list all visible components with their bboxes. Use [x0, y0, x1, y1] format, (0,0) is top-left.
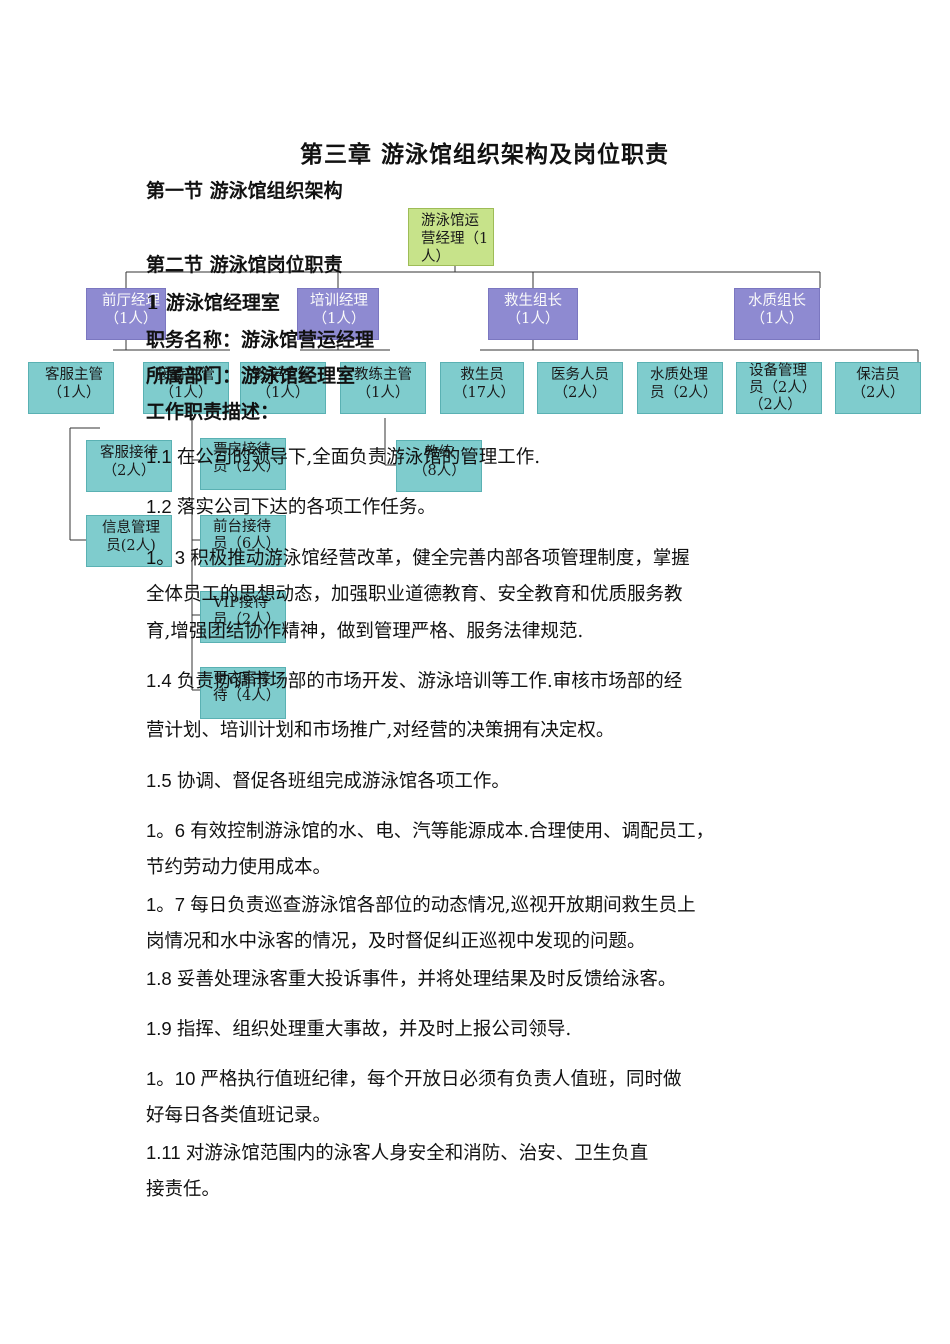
- duty-line: 1.2 落实公司下达的各项工作任务。: [146, 494, 436, 521]
- org-node-label: 医务人员（2人）: [551, 367, 609, 401]
- org-node-lifeguards: 救生员（17人）: [440, 362, 524, 414]
- duty-number: 1。10: [146, 1068, 201, 1089]
- duty-number: 1.11: [146, 1142, 186, 1163]
- duty-line: 好每日各类值班记录。: [146, 1103, 331, 1129]
- duty-number: 1.5: [146, 770, 177, 791]
- duty-text: 全体员工的思想动态，加强职业道德教育、安全教育和优质服务教: [146, 584, 683, 605]
- department: 所属部门：游泳馆经理室: [146, 365, 356, 387]
- duty-text: 有效控制游泳馆的水、电、汽等能源成本.合理使用、调配员工，: [190, 821, 715, 842]
- duty-line: 1.4 负责协调市场部的市场开发、游泳培训等工作.审核市场部的经: [146, 668, 682, 695]
- duty-text: 落实公司下达的各项工作任务。: [176, 497, 436, 518]
- duty-text: 每日负责巡查游泳馆各部位的动态情况,巡视开放期间救生员上: [190, 895, 696, 916]
- org-node-label: 客服接待（2人）: [100, 445, 158, 479]
- duties-title: 工作职责描述：: [146, 401, 280, 423]
- org-node-label: 救生员（17人）: [453, 367, 515, 401]
- org-node-label: 教练（8人）: [413, 445, 466, 479]
- org-node-training-manager: 培训经理（1人）: [297, 288, 379, 340]
- duty-text: 对游泳馆范围内的泳客人身安全和消防、治安、卫生负直: [185, 1143, 649, 1164]
- duty-line: 1.1 在公司的领导下,全面负责游泳馆的管理工作.: [146, 444, 540, 471]
- duty-number: 1.8: [146, 968, 177, 989]
- duty-line: 1。7 每日负责巡查游泳馆各部位的动态情况,巡视开放期间救生员上: [146, 892, 696, 919]
- duty-line: 1。3 积极推动游泳馆经营改革，健全完善内部各项管理制度，掌握: [146, 545, 690, 572]
- org-node-label: 水质组长（1人）: [748, 293, 806, 327]
- duty-line: 岗情况和水中泳客的情况，及时督促纠正巡视中发现的问题。: [146, 929, 646, 955]
- org-node-label: 前厅经理（1人）: [102, 293, 160, 327]
- org-node-label: 水质处理员（2人）: [650, 367, 718, 401]
- duty-line: 1。6 有效控制游泳馆的水、电、汽等能源成本.合理使用、调配员工，: [146, 818, 714, 845]
- org-node-locker-room-reception: 更衣室接待（4人）: [200, 667, 286, 719]
- duty-line: 1.9 指挥、组织处理重大事故，并及时上报公司领导.: [146, 1016, 571, 1043]
- duty-line: 1.8 妥善处理泳客重大投诉事件，并将处理结果及时反馈给泳客。: [146, 966, 676, 993]
- org-node-coaches: 教练（8人）: [396, 440, 482, 492]
- org-node-equipment-manager: 设备管理员（2人）（2人）: [736, 362, 822, 414]
- org-node-label: 信息管理员(2人): [102, 520, 160, 554]
- duty-line: 全体员工的思想动态，加强职业道德教育、安全教育和优质服务教: [146, 582, 683, 608]
- org-node-coach-supervisor: 教练主管（1人）: [340, 362, 426, 414]
- duty-text: 指挥、组织处理重大事故，并及时上报公司领导.: [176, 1019, 572, 1040]
- org-node-teaching-supervisor: 教学主管（1人）: [240, 362, 326, 414]
- subsection-title: 1 游泳馆经理室: [146, 292, 280, 314]
- duty-line: 1。10 严格执行值班纪律，每个开放日必须有负责人值班，同时做: [146, 1066, 682, 1093]
- duty-line: 1.11 对游泳馆范围内的泳客人身安全和消防、治安、卫生负直: [146, 1140, 648, 1167]
- duty-text: 积极推动游泳馆经营改革，健全完善内部各项管理制度，掌握: [190, 548, 690, 569]
- org-node-customer-service-reception: 客服接待（2人）: [86, 440, 172, 492]
- org-node-label: VIP接待员（2人）: [213, 595, 281, 628]
- duty-text: 妥善处理泳客重大投诉事件，并将处理结果及时反馈给泳客。: [176, 969, 677, 990]
- org-node-label: 更衣室接待（4人）: [213, 671, 281, 704]
- duty-line: 节约劳动力使用成本。: [146, 855, 331, 881]
- org-node-label: 前台接待员（6人）: [213, 519, 281, 552]
- org-node-front-office-manager: 前厅经理（1人）: [86, 288, 166, 340]
- duty-text: 协调、督促各班组完成游泳馆各项工作。: [176, 771, 510, 792]
- org-node-info-manager: 信息管理员(2人): [86, 515, 172, 567]
- duty-text: 在公司的领导下,全面负责游泳馆的管理工作.: [176, 447, 541, 468]
- org-node-label: 教练主管（1人）: [354, 367, 412, 401]
- org-node-ticket-reception: 票房接待员（2人）: [200, 438, 286, 490]
- org-node-front-desk-reception: 前台接待员（6人）: [200, 515, 286, 567]
- org-node-top: 游泳馆运营经理（1人）: [408, 208, 494, 266]
- section2-title: 第二节 游泳馆岗位职责: [146, 254, 343, 276]
- duty-number: 1.9: [146, 1018, 177, 1039]
- duty-number: 1.4: [146, 670, 177, 691]
- duty-text: 营计划、培训计划和市场推广,对经营的决策拥有决定权。: [146, 720, 615, 741]
- chapter-title: 第三章 游泳馆组织架构及岗位职责: [300, 141, 670, 168]
- duty-number: 1。7: [146, 894, 191, 915]
- duty-text: 岗情况和水中泳客的情况，及时督促纠正巡视中发现的问题。: [146, 931, 646, 952]
- org-node-reception-supervisor: 接待主管（1人）: [143, 362, 229, 414]
- org-node-label: 救生组长（1人）: [504, 293, 562, 327]
- duty-line: 营计划、培训计划和市场推广,对经营的决策拥有决定权。: [146, 718, 614, 744]
- org-node-label: 保洁员（2人）: [851, 367, 905, 401]
- section1-title: 第一节 游泳馆组织架构: [146, 180, 343, 202]
- org-node-medical-staff: 医务人员（2人）: [537, 362, 623, 414]
- org-node-label: 客服主管（1人）: [45, 367, 103, 401]
- duty-text: 好每日各类值班记录。: [146, 1105, 332, 1126]
- org-node-label: 接待主管（1人）: [157, 367, 215, 401]
- org-node-water-quality-leader: 水质组长（1人）: [734, 288, 820, 340]
- org-node-top-label: 游泳馆运营经理（1人）: [421, 213, 489, 265]
- org-node-customer-service-supervisor: 客服主管（1人）: [28, 362, 114, 414]
- duty-number: 1。3: [146, 547, 191, 568]
- duty-line: 1.5 协调、督促各班组完成游泳馆各项工作。: [146, 768, 510, 795]
- org-node-label: 培训经理（1人）: [310, 293, 368, 327]
- duty-text: 严格执行值班纪律，每个开放日必须有负责人值班，同时做: [200, 1069, 682, 1090]
- org-node-water-treatment-staff: 水质处理员（2人）: [637, 362, 723, 414]
- org-node-label: 设备管理员（2人）（2人）: [749, 363, 817, 413]
- org-node-label: 票房接待员（2人）: [213, 442, 281, 475]
- job-name: 职务名称：游泳馆营运经理: [146, 329, 375, 351]
- duty-number: 1.2: [146, 496, 177, 517]
- duty-text: 节约劳动力使用成本。: [146, 857, 332, 878]
- duty-line: 育,增强团结协作精神，做到管理严格、服务法律规范.: [146, 619, 583, 645]
- org-node-label: 教学主管（1人）: [254, 367, 312, 401]
- duty-text: 育,增强团结协作精神，做到管理严格、服务法律规范.: [146, 621, 584, 642]
- duty-text: 接责任。: [146, 1179, 221, 1200]
- org-node-cleaners: 保洁员（2人）: [835, 362, 921, 414]
- duty-number: 1。6: [146, 820, 191, 841]
- duty-line: 接责任。: [146, 1177, 220, 1203]
- org-node-vip-reception: VIP接待员（2人）: [200, 591, 286, 643]
- duty-text: 负责协调市场部的市场开发、游泳培训等工作.审核市场部的经: [176, 671, 683, 692]
- org-node-lifeguard-leader: 救生组长（1人）: [488, 288, 578, 340]
- duty-number: 1.1: [146, 446, 177, 467]
